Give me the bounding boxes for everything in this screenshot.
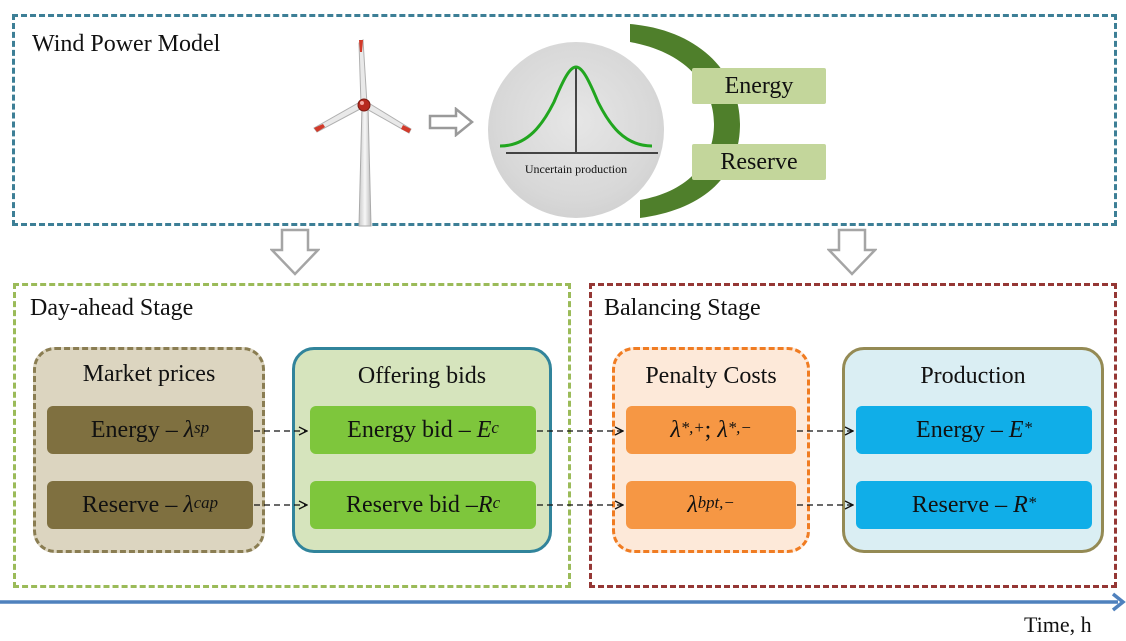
market-reserve-text: Reserve – bbox=[82, 491, 178, 518]
down-arrow-right-icon bbox=[827, 228, 877, 276]
reserve-bid-symbol: R bbox=[477, 491, 493, 518]
bpt-minus-superscript: bpt,− bbox=[697, 493, 735, 512]
timeline-arrowhead bbox=[1111, 592, 1126, 612]
production-energy-text: Energy – bbox=[916, 416, 1003, 443]
wind-energy-box: Energy bbox=[692, 68, 826, 104]
day-ahead-stage-panel bbox=[13, 283, 571, 588]
wind-power-model-panel bbox=[12, 14, 1117, 226]
separator: ; bbox=[704, 416, 718, 443]
lambda-symbol: λ bbox=[670, 416, 681, 443]
hollow-arrow-right-icon bbox=[428, 107, 474, 137]
normal-distribution-curve bbox=[499, 65, 658, 154]
star-minus-superscript: *,− bbox=[727, 418, 752, 437]
production-energy-symbol: E bbox=[1008, 416, 1024, 443]
lambda-symbol: λ bbox=[717, 416, 728, 443]
production-title: Production bbox=[920, 363, 1026, 389]
penalty-energy: λ*,+; λ*,− bbox=[626, 406, 796, 454]
lambda-symbol: λ bbox=[183, 491, 194, 518]
energy-bid-text: Energy bid – bbox=[347, 416, 471, 443]
star-superscript: * bbox=[1027, 493, 1037, 512]
uncertain-production-label: Uncertain production bbox=[524, 162, 628, 176]
c-superscript: c bbox=[492, 493, 501, 512]
production-energy: Energy – E* bbox=[856, 406, 1092, 454]
lambda-symbol: λ bbox=[183, 416, 195, 443]
market-energy-text: Energy – bbox=[90, 416, 178, 443]
balancing-stage-title: Balancing Stage bbox=[604, 295, 761, 321]
day-ahead-stage-title: Day-ahead Stage bbox=[30, 295, 194, 321]
wind-reserve-box: Reserve bbox=[692, 144, 826, 180]
reserve-bid-text: Reserve bid – bbox=[345, 491, 478, 518]
down-arrow-left-icon bbox=[270, 228, 320, 276]
lambda-symbol: λ bbox=[687, 491, 698, 518]
balancing-stage-panel bbox=[589, 283, 1117, 588]
c-superscript: c bbox=[491, 418, 499, 437]
penalty-costs-title: Penalty Costs bbox=[645, 363, 777, 389]
offering-bids-title: Offering bids bbox=[357, 363, 487, 389]
star-plus-superscript: *,+ bbox=[680, 418, 705, 437]
cap-superscript: cap bbox=[193, 493, 218, 512]
wind-turbine-icon bbox=[313, 39, 412, 227]
market-prices-title: Market prices bbox=[82, 361, 216, 387]
sp-superscript: sp bbox=[194, 418, 210, 437]
production-reserve-text: Reserve – bbox=[911, 491, 1008, 518]
production-reserve-symbol: R bbox=[1013, 491, 1028, 518]
production-reserve: Reserve – R* bbox=[856, 481, 1092, 529]
energy-bid-symbol: E bbox=[476, 416, 492, 443]
star-superscript: * bbox=[1023, 418, 1032, 437]
time-axis-label: Time, h bbox=[1024, 612, 1092, 637]
wind-power-model-title: Wind Power Model bbox=[32, 31, 221, 57]
